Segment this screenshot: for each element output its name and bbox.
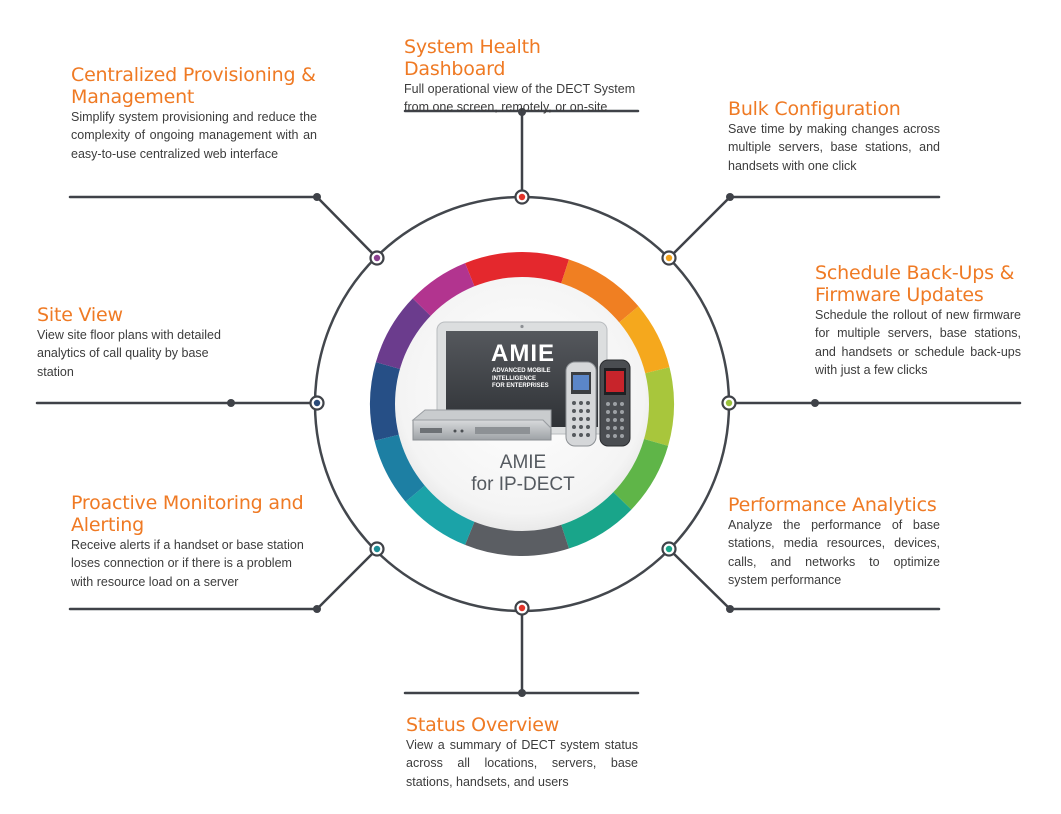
feature-title: Site View (37, 304, 123, 326)
color-wheel-segment (465, 252, 569, 288)
color-wheel-segment (370, 362, 401, 441)
color-wheel-segment (560, 259, 639, 324)
center-product-line2: for IP-DECT (471, 474, 575, 495)
feature-title: System Health Dashboard (404, 36, 541, 80)
feature-title: Bulk Configuration (728, 98, 901, 120)
center-product-line1: AMIE (499, 452, 547, 473)
ring-markers (309, 189, 737, 616)
feature-title: Performance Analytics (728, 494, 937, 516)
feature-title: Centralized Provisioning & Management (71, 64, 317, 108)
feature-schedule-backups: Schedule Back-Ups & Firmware Updates Sch… (815, 262, 1021, 379)
color-wheel-segment (643, 367, 674, 446)
feature-description: Full operational view of the DECT System… (404, 82, 636, 115)
line-joint-dots (227, 108, 819, 697)
feature-title-line: Management (71, 86, 195, 108)
feature-description: View a summary of DECT system status acr… (406, 738, 638, 789)
feature-status-overview: Status Overview View a summary of DECT s… (406, 714, 638, 791)
amie-logo-tagline: ADVANCED MOBILE INTELLIGENCE FOR ENTERPR… (478, 368, 568, 391)
feature-title-line: Firmware Updates (815, 284, 984, 306)
color-wheel (370, 252, 674, 556)
server-box-illustration (411, 409, 552, 441)
feature-title: Proactive Monitoring and Alerting (71, 492, 317, 536)
feature-bulk-configuration: Bulk Configuration Save time by making c… (728, 98, 940, 175)
color-wheel-segment (405, 484, 475, 545)
color-wheel-segment (412, 263, 475, 317)
feature-description: Schedule the rollout of new firmware for… (815, 308, 1021, 377)
color-wheel-segment (465, 520, 569, 556)
feature-description: View site floor plans with detailed anal… (37, 328, 221, 379)
amie-logo-tagline-line: FOR ENTERPRISES (492, 383, 549, 389)
feature-description: Analyze the performance of base stations… (728, 518, 940, 587)
feature-performance-analytics: Performance Analytics Analyze the perfor… (728, 494, 940, 589)
feature-title-line: Schedule Back-Ups & (815, 262, 1015, 284)
feature-site-view: Site View View site floor plans with det… (37, 304, 237, 381)
color-wheel-segment (374, 434, 426, 502)
feature-title: Schedule Back-Ups & Firmware Updates (815, 262, 1021, 306)
feature-description: Simplify system provisioning and reduce … (71, 110, 317, 161)
handset-silver-illustration (565, 361, 597, 447)
feature-proactive-monitoring: Proactive Monitoring and Alerting Receiv… (71, 492, 317, 591)
center-product-label: AMIE for IP-DECT (440, 452, 606, 496)
amie-logo-word: AMIE (491, 340, 555, 367)
color-wheel-segment (612, 438, 669, 510)
feature-title-line: Centralized Provisioning & (71, 64, 316, 86)
feature-description: Receive alerts if a handset or base stat… (71, 538, 304, 589)
color-wheel-segment (618, 306, 670, 374)
feature-system-health: System Health Dashboard Full operational… (404, 36, 644, 117)
amie-logo: AMIE ADVANCED MOBILE INTELLIGENCE FOR EN… (478, 340, 568, 391)
feature-title: Status Overview (406, 714, 560, 736)
amie-logo-tagline-line: ADVANCED MOBILE (492, 368, 551, 374)
color-wheel-segment (375, 298, 432, 370)
feature-centralized-provisioning: Centralized Provisioning & Management Si… (71, 64, 317, 163)
handset-dark-illustration (599, 359, 631, 447)
feature-title-line: Proactive Monitoring and (71, 492, 304, 514)
feature-title-line: Alerting (71, 514, 145, 536)
amie-logo-tagline-line: INTELLIGENCE (492, 375, 537, 382)
color-wheel-segment (560, 491, 632, 549)
feature-description: Save time by making changes across multi… (728, 122, 940, 173)
